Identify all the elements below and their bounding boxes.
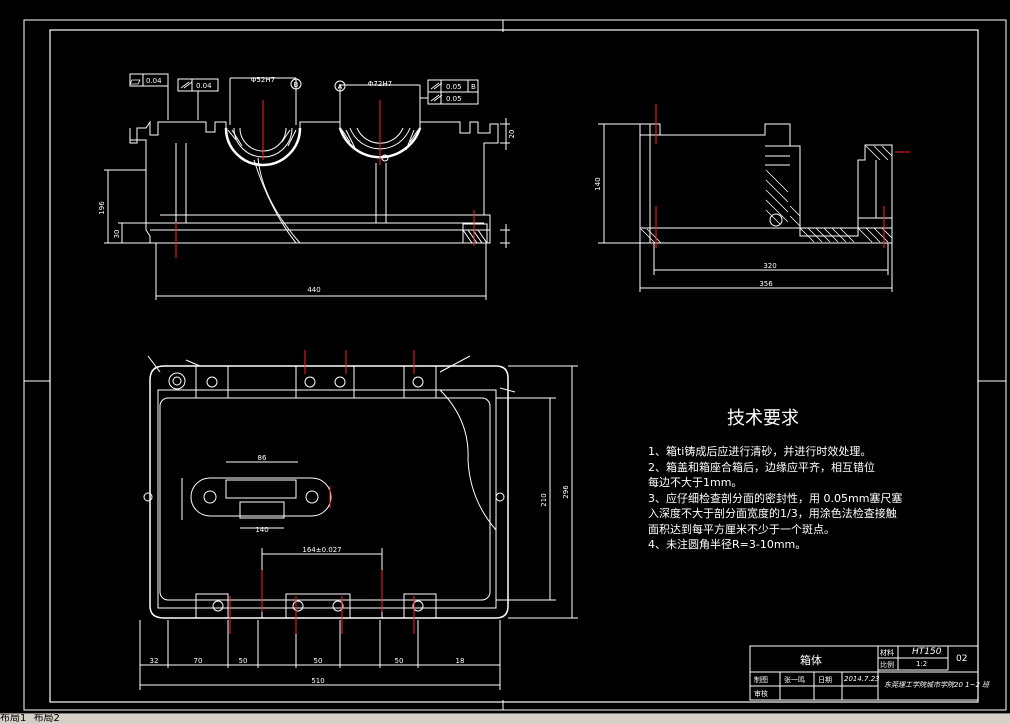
tb-material-label: 材料 — [880, 649, 894, 657]
tech-line-7: 4、未注圆角半径R=3-10mm。 — [648, 538, 807, 551]
tb-scale-label: 比例 — [880, 661, 894, 669]
technical-requirements: 技术要求 1、箱ti铸成后应进行清砂，并进行时效处理。 2、箱盖和箱座合箱后，边… — [648, 404, 908, 553]
tb-date-label: 日期 — [818, 676, 832, 684]
tb-date: 2014.7.23 — [844, 675, 880, 683]
layout-tab-2[interactable]: 布局2 — [33, 713, 60, 724]
gdt-parallel-left: 0.04 — [196, 82, 212, 90]
dim-x-5: 18 — [456, 657, 465, 665]
dim-bore-left: Φ52H7 — [251, 76, 275, 84]
tech-line-1: 1、箱ti铸成后应进行清砂，并进行时效处理。 — [648, 445, 872, 458]
tb-sheet-no: 02 — [956, 654, 968, 664]
dim-side-inner: 320 — [763, 262, 776, 270]
dim-front-height: 196 — [98, 201, 106, 215]
dim-front-small: 20 — [508, 130, 516, 139]
gdt-parallel-right-2: 0.05 — [446, 95, 462, 103]
top-centerlines — [229, 350, 415, 634]
dim-x-3: 50 — [314, 657, 323, 665]
gdt-datum-a: A — [338, 83, 343, 91]
tb-scale: 1:2 — [916, 660, 928, 668]
dim-front-width: 440 — [307, 286, 320, 294]
gdt-datum-b: B — [294, 81, 299, 89]
sheet-border — [23, 19, 1007, 711]
dim-top-inner-height: 210 — [540, 493, 548, 506]
dim-bore-dist: 86 — [258, 454, 267, 462]
dim-bore-right: Φ72H7 — [368, 80, 392, 88]
dim-pitch: 164±0.027 — [302, 546, 341, 554]
dim-bore-center-dist: 140 — [255, 526, 268, 534]
side-centerlines — [655, 104, 910, 248]
gdt-parallel-right-1-datum: B — [471, 83, 476, 91]
title-block — [749, 645, 979, 701]
dim-x-1: 70 — [194, 657, 203, 665]
tech-line-4: 3、应仔细检查剖分面的密封性，用 0.05mm塞尺塞 — [648, 491, 903, 505]
tech-line-2: 2、箱盖和箱座合箱后，边缘应平齐，相互错位 — [648, 460, 875, 474]
tb-drafter: 张一鸣 — [784, 676, 805, 684]
tb-reviewer-label: 审核 — [754, 690, 768, 698]
tb-school: 东莞理工学院城市学院20 1~2 班 — [884, 681, 990, 689]
tech-line-5: 入深度不大于剖分面宽度的1/3，用涂色法检查接触 — [648, 507, 897, 520]
gdt-flatness: 0.04 — [146, 77, 162, 85]
dim-front-base: 30 — [113, 230, 121, 239]
side-view — [598, 123, 893, 292]
tech-line-3: 每边不大于1mm。 — [648, 476, 743, 489]
tech-heading: 技术要求 — [727, 408, 799, 429]
front-centerlines — [175, 100, 475, 258]
dim-side-height: 140 — [594, 177, 602, 190]
dim-top-width: 510 — [311, 677, 324, 685]
layout-tab-1[interactable]: 布局1 — [0, 713, 27, 724]
gdt-parallel-right-1: 0.05 — [446, 83, 462, 91]
layout-tab-bar: 布局1 布局2 — [0, 713, 1010, 724]
dim-side-outer: 356 — [759, 280, 773, 288]
tb-material: HT150 — [912, 647, 942, 657]
tb-drafter-label: 制图 — [754, 676, 768, 684]
tech-line-6: 面积达到每平方厘米不少于一个斑点。 — [648, 522, 835, 536]
front-view — [104, 73, 510, 300]
dim-x-0: 32 — [150, 657, 159, 665]
tb-part-name: 箱体 — [800, 654, 822, 667]
dim-top-height: 296 — [562, 485, 570, 499]
dim-x-2: 50 — [239, 657, 248, 665]
top-view — [139, 355, 578, 690]
dim-x-4: 50 — [395, 657, 404, 665]
